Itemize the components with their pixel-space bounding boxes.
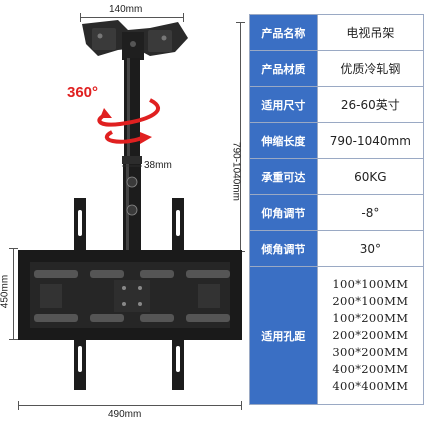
spec-row-holes: 适用孔距 100*100MM 200*100MM 100*200MM 200*2… [249, 266, 425, 405]
spec-value: -8° [316, 194, 425, 231]
top-width-tick-left [80, 13, 81, 22]
spec-value: 790-1040mm [316, 122, 425, 159]
hole-size: 100*100MM [332, 277, 409, 291]
spec-value: 优质冷轧钢 [316, 50, 425, 87]
hole-size: 400*400MM [332, 379, 409, 393]
spec-label: 适用尺寸 [249, 86, 318, 123]
spec-label: 承重可达 [249, 158, 318, 195]
ceiling-plate [82, 20, 188, 60]
height-line [13, 248, 14, 340]
width-tick-right [241, 401, 242, 410]
top-width-label: 140mm [107, 4, 145, 15]
pole-diameter-label: 38mm [144, 160, 172, 171]
height-tick-bottom [9, 339, 18, 340]
spec-row: 产品名称电视吊架 [249, 14, 425, 51]
spec-label: 倾角调节 [249, 230, 318, 267]
spec-label: 仰角调节 [249, 194, 318, 231]
height-tick-top [9, 248, 18, 249]
holes-values: 100*100MM 200*100MM 100*200MM 200*200MM … [316, 266, 425, 405]
spec-label: 伸缩长度 [249, 122, 318, 159]
spec-label: 产品材质 [249, 50, 318, 87]
top-width-tick-right [183, 13, 184, 22]
spec-value: 电视吊架 [316, 14, 425, 51]
spec-value: 26-60英寸 [316, 86, 425, 123]
length-tick-top [236, 22, 245, 23]
top-width-line [80, 17, 184, 18]
width-tick-left [18, 401, 19, 410]
hole-size: 400*200MM [332, 362, 409, 376]
hole-size: 200*200MM [332, 328, 409, 342]
spec-row: 仰角调节-8° [249, 194, 425, 231]
mounting-plate [18, 250, 242, 340]
width-line [18, 405, 242, 406]
holes-label: 适用孔距 [249, 266, 318, 405]
hole-size: 300*200MM [332, 345, 409, 359]
spec-value: 60KG [316, 158, 425, 195]
length-line [240, 22, 241, 252]
spec-label: 产品名称 [249, 14, 318, 51]
telescopic-pole [122, 58, 142, 264]
hole-size: 200*100MM [332, 294, 409, 308]
spec-row: 产品材质优质冷轧钢 [249, 50, 425, 87]
spec-value: 30° [316, 230, 425, 267]
rotation-arrow-icon [97, 98, 160, 144]
tv-ceiling-mount-illustration [18, 20, 242, 390]
width-label: 490mm [108, 409, 142, 420]
rotation-degrees: 360° [67, 84, 99, 101]
hole-size: 100*200MM [332, 311, 409, 325]
